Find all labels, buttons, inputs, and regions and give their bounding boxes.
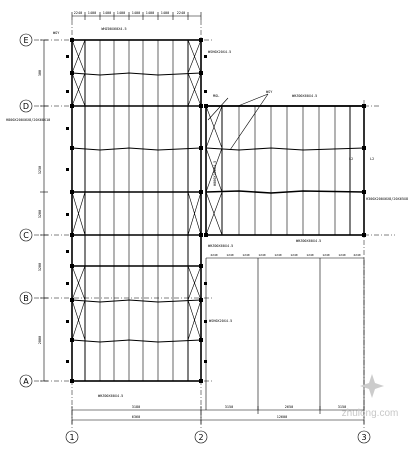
right-beam-label: WHZ00X60X4.5 [292,94,317,98]
bottom-total-right: 12600 [277,415,288,419]
right-side-label: H300X200X6X8/20X65X8 [366,197,408,201]
mgl-label: MGL [213,94,219,98]
dimension-label: 2240 [177,11,185,15]
dimension-label: 2240 [353,253,360,257]
left-dimension-labels: 300 3250 3200 3200 2800 [38,70,42,344]
right-mark-label: L2 [349,157,353,161]
grid-row-label: C [23,231,29,240]
dimension-label: 1400 [132,11,140,15]
dimension-label: 2240 [74,11,82,15]
dimension-label: 1240 [322,253,329,257]
dimension-label: 1400 [88,11,96,15]
axis-lines [34,20,395,430]
right-block-labels: WGY WHZ00X60X4.5 H300X200X6X8/20X65X8 WH… [208,90,408,248]
right-building-frame [204,93,366,237]
right-bottom-left-label: WHZ00X60X4.5 [208,244,233,248]
grid-row-bubbles: E D C B A [19,33,33,388]
dimension-label: 2240 [210,253,217,257]
right-mark-label: L2 [370,157,374,161]
column2-labels: WSH0X20X4.5 H800X200X4.5 WSH0X20X4.5 MGL [208,50,232,323]
grid-column-bubbles: 1 2 3 [65,430,371,444]
watermark-logo: zhulong.com [342,374,399,419]
bottom-span-right3: 3150 [338,405,346,409]
dimension-label: 1240 [306,253,313,257]
left-label-wgy: WGY [53,31,60,35]
dimension-label: 1400 [103,11,111,15]
col2-mid-label: H800X200X4.5 [213,161,217,186]
dimension-label: 1240 [226,253,233,257]
bottom-beam-label: WHZ00X60X4.5 [98,394,123,398]
dimension-label: 1400 [161,11,169,15]
col2-lower-label: WSH0X20X4.5 [209,319,232,323]
grid-row-label: B [23,294,29,303]
dimension-label: 1400 [117,11,125,15]
grid-column-label: 3 [361,433,366,442]
dimension-label: 3200 [38,210,42,218]
top-beam-label: WHZ00X60X4.5 [101,27,126,31]
dimension-label: 300 [38,70,42,76]
right-bottom-dimension-labels: 2240 1240 1240 1240 1240 1240 1240 1240 … [210,253,360,257]
grid-row-label: E [23,36,28,45]
watermark-text: zhulong.com [342,408,399,419]
bottom-total-left: 6360 [132,415,140,419]
dimension-label: 1240 [274,253,281,257]
dimension-label: 3250 [38,166,42,174]
left-label-section: H800X200X6X8/20X60X10 [6,118,50,122]
dimension-label: 1240 [242,253,249,257]
dimension-label: 1400 [146,11,154,15]
bottom-span-right2: 2650 [285,405,293,409]
grid-row-label: A [23,377,29,386]
grid-column-label: 1 [69,433,74,442]
bottom-labels: WHZ00X60X4.5 3180 3150 2650 3150 6360 12… [98,394,346,419]
bottom-span-right1: 3150 [225,405,233,409]
bottom-span-left: 3180 [132,405,140,409]
dimension-label: 1240 [258,253,265,257]
dimension-label: 3200 [38,263,42,271]
col2-upper-label: WSH0X20X4.5 [208,50,231,54]
right-wgy-label: WGY [266,90,273,94]
dimension-label: 1240 [338,253,345,257]
top-dimension-labels: 2240 1400 1400 1400 1400 1400 1400 2240 [74,11,185,15]
grid-column-label: 2 [198,433,203,442]
dimension-label: 2800 [38,336,42,344]
grid-row-label: D [23,102,29,111]
right-bottom-right-label: WHZ00X60X4.5 [296,239,321,243]
dimension-label: 1240 [290,253,297,257]
left-building-frame [66,38,207,383]
dimension-lines [40,12,365,424]
